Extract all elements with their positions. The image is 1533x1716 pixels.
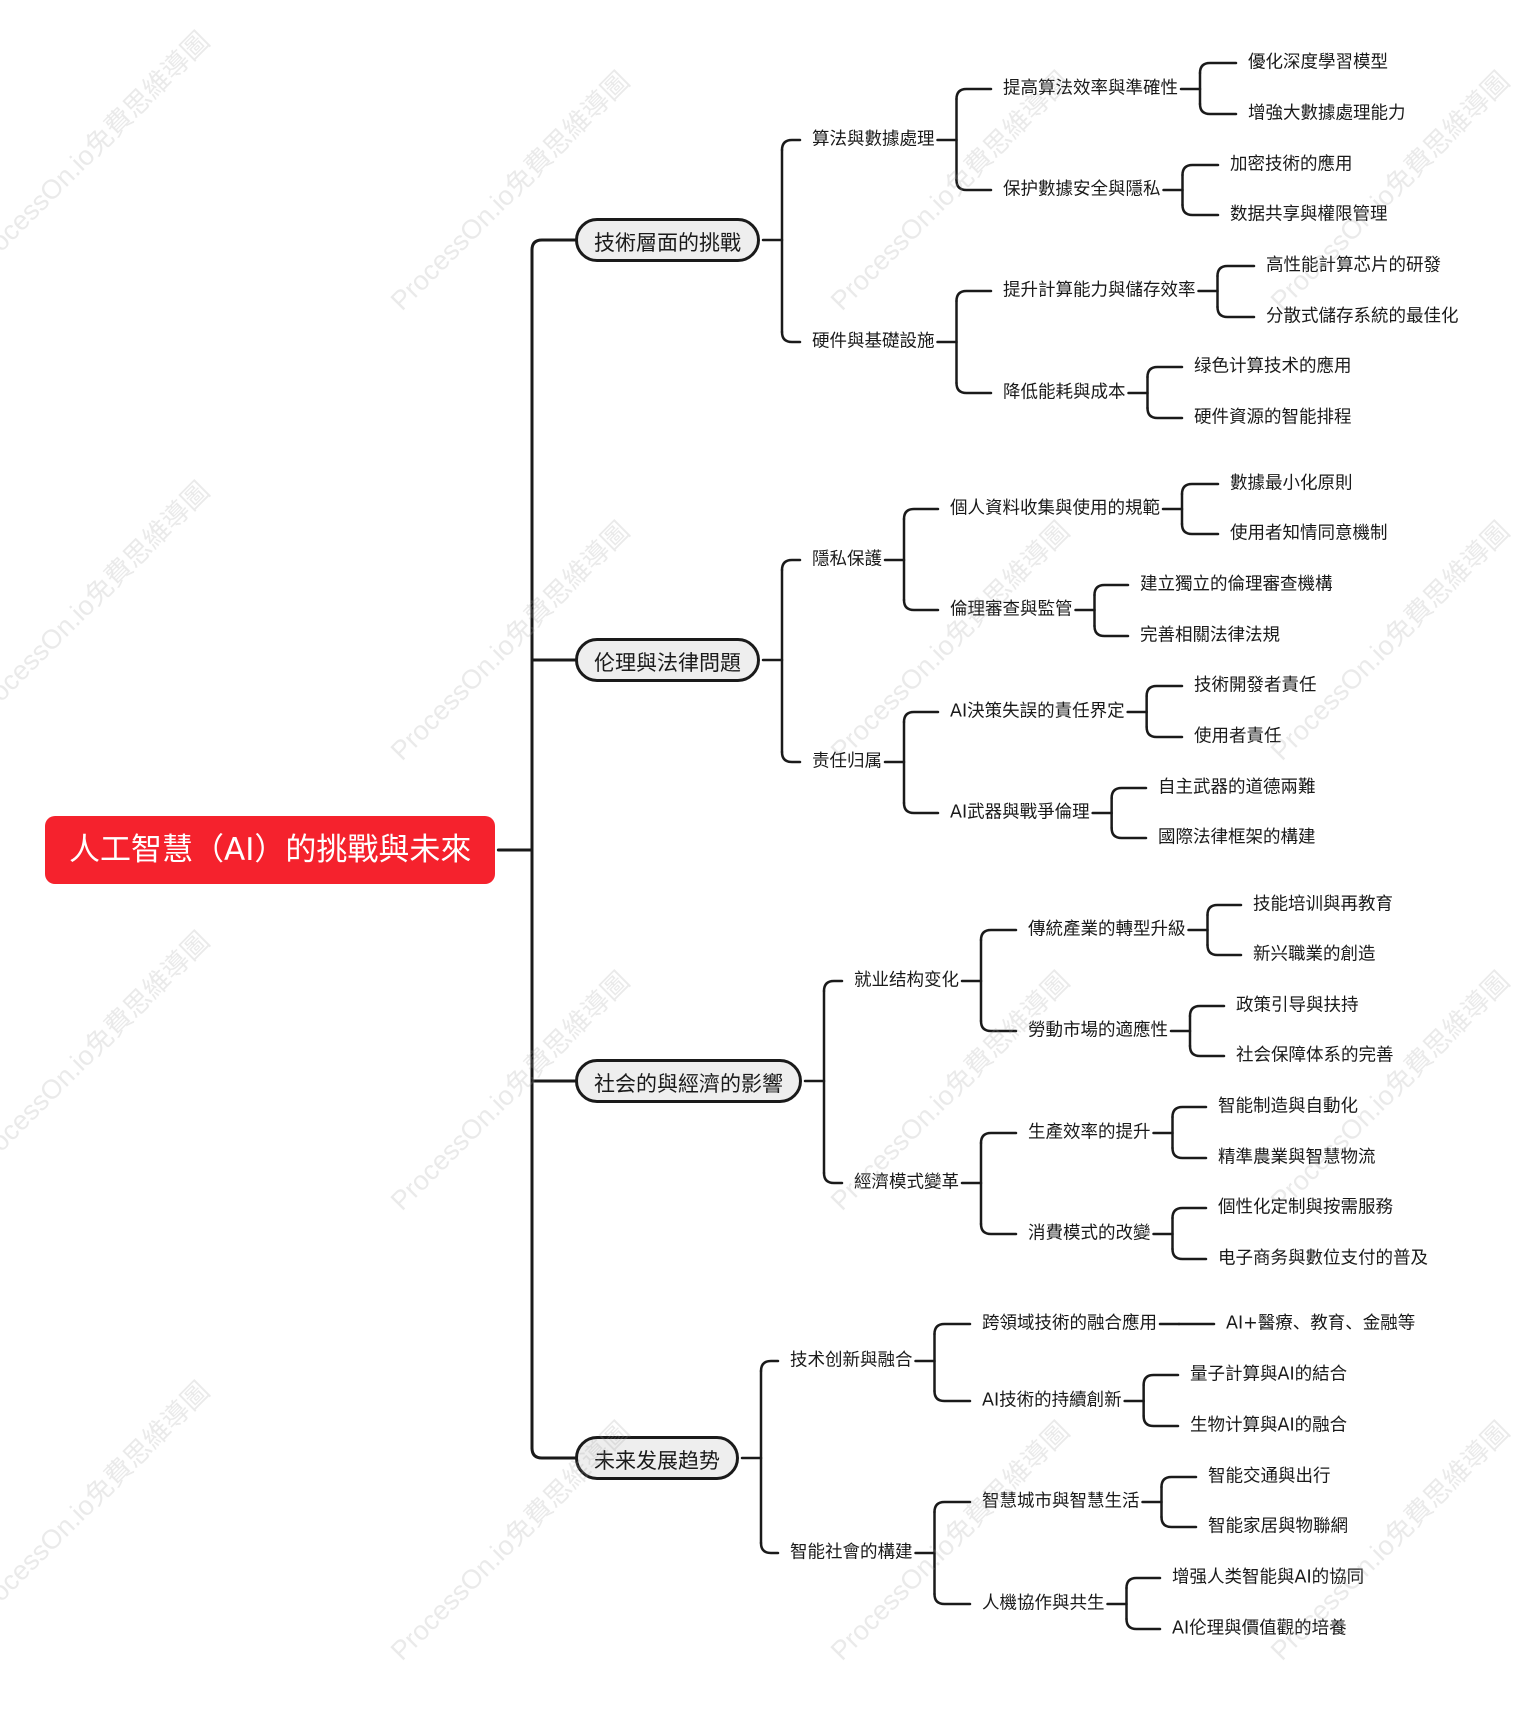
leaf-new-jobs[interactable]: 新兴職業的創造: [1253, 944, 1376, 965]
leaf-ethics-agency[interactable]: 建立獨立的倫理審查機構: [1140, 574, 1333, 595]
leaf-augmented-intelligence[interactable]: 增强人类智能與AI的協同: [1172, 1567, 1365, 1588]
branch-social-economic[interactable]: 社会的與經濟的影響: [575, 1059, 802, 1103]
topic-smart-city[interactable]: 智慧城市與智慧生活: [982, 1491, 1140, 1512]
leaf-user-liability[interactable]: 使用者責任: [1194, 726, 1282, 747]
leaf-ai-ethics-values[interactable]: AI伦理與價值觀的培養: [1172, 1618, 1347, 1639]
leaf-encryption[interactable]: 加密技術的應用: [1230, 154, 1353, 175]
leaf-smart-home[interactable]: 智能家居與物聯網: [1208, 1516, 1348, 1537]
leaf-customization[interactable]: 個性化定制與按需服務: [1218, 1197, 1393, 1218]
leaf-hpc-chips[interactable]: 高性能計算芯片的研發: [1266, 255, 1441, 276]
subtopic-employment[interactable]: 就业结构变化: [854, 970, 959, 991]
leaf-resource-scheduling[interactable]: 硬件資源的智能排程: [1194, 407, 1352, 428]
topic-consumption[interactable]: 消費模式的改變: [1028, 1223, 1151, 1244]
leaf-international-law[interactable]: 國際法律框架的構建: [1158, 827, 1316, 848]
leaf-bio-ai[interactable]: 生物计算與AI的融合: [1190, 1415, 1348, 1436]
branch-future-trends[interactable]: 未来发展趋势: [575, 1436, 739, 1480]
topic-productivity[interactable]: 生產效率的提升: [1028, 1122, 1151, 1143]
leaf-ai-plus[interactable]: AI+醫療、教育、金融等: [1226, 1313, 1416, 1334]
leaf-developer-liability[interactable]: 技術開發者責任: [1194, 675, 1317, 696]
branch-ethics-law[interactable]: 伦理與法律問題: [575, 638, 760, 682]
subtopic-economic-model[interactable]: 經濟模式變革: [854, 1172, 959, 1193]
leaf-policy-support[interactable]: 政策引导與扶持: [1236, 995, 1359, 1016]
leaf-green-computing[interactable]: 绿色计算技术的應用: [1194, 356, 1352, 377]
leaf-smart-transport[interactable]: 智能交通與出行: [1208, 1466, 1331, 1487]
leaf-legal-framework[interactable]: 完善相關法律法規: [1140, 625, 1280, 646]
subtopic-responsibility[interactable]: 责任归属: [812, 751, 882, 772]
leaf-smart-manufacturing[interactable]: 智能制造與自動化: [1218, 1096, 1358, 1117]
subtopic-hardware[interactable]: 硬件與基礎設施: [812, 331, 935, 352]
topic-ai-weapons[interactable]: AI武器與戰爭倫理: [950, 802, 1090, 823]
topic-ethics-review[interactable]: 倫理審查與監管: [950, 599, 1073, 620]
branch-tech-challenges[interactable]: 技術層面的挑戰: [575, 218, 760, 262]
subtopic-tech-innovation[interactable]: 技术创新與融合: [790, 1350, 913, 1371]
topic-cross-domain[interactable]: 跨領域技術的融合應用: [982, 1313, 1157, 1334]
subtopic-privacy[interactable]: 隱私保護: [812, 549, 882, 570]
leaf-autonomous-weapons[interactable]: 自主武器的道德兩難: [1158, 777, 1316, 798]
topic-data-collection-rules[interactable]: 個人資料收集與使用的規範: [950, 498, 1160, 519]
topic-industry-transformation[interactable]: 傳統產業的轉型升級: [1028, 919, 1186, 940]
root-topic[interactable]: 人工智慧（AI）的挑戰與未來: [45, 816, 496, 884]
leaf-skills-training[interactable]: 技能培训與再教育: [1253, 894, 1393, 915]
topic-energy-cost[interactable]: 降低能耗與成本: [1003, 382, 1126, 403]
subtopic-smart-society[interactable]: 智能社會的構建: [790, 1542, 913, 1563]
topic-ai-decision-liability[interactable]: AI決策失誤的責任界定: [950, 701, 1125, 722]
leaf-data-minimization[interactable]: 數據最小化原則: [1230, 473, 1353, 494]
leaf-big-data-processing[interactable]: 增強大數據處理能力: [1248, 103, 1406, 124]
topic-compute-storage[interactable]: 提升計算能力與儲存效率: [1003, 280, 1196, 301]
topic-algorithm-efficiency[interactable]: 提高算法效率與準確性: [1003, 78, 1178, 99]
leaf-informed-consent[interactable]: 使用者知情同意機制: [1230, 523, 1388, 544]
topic-human-machine[interactable]: 人機協作與共生: [982, 1593, 1105, 1614]
topic-data-security[interactable]: 保护數據安全與隱私: [1003, 179, 1161, 200]
leaf-quantum-ai[interactable]: 量子計算與AI的結合: [1190, 1364, 1348, 1385]
topic-ai-innovation[interactable]: AI技術的持續創新: [982, 1390, 1122, 1411]
leaf-precision-agriculture[interactable]: 精準農業與智慧物流: [1218, 1147, 1376, 1168]
leaf-data-sharing[interactable]: 数据共享與權限管理: [1230, 204, 1388, 225]
leaf-distributed-storage[interactable]: 分散式儲存系統的最佳化: [1266, 306, 1459, 327]
leaf-social-security[interactable]: 社会保障体系的完善: [1236, 1045, 1394, 1066]
leaf-optimize-deep-learning[interactable]: 優化深度學習模型: [1248, 52, 1388, 73]
subtopic-algorithms-data[interactable]: 算法與數據處理: [812, 129, 935, 150]
leaf-ecommerce[interactable]: 电子商务與數位支付的普及: [1218, 1248, 1428, 1269]
topic-labor-market[interactable]: 勞動市場的適應性: [1028, 1020, 1168, 1041]
